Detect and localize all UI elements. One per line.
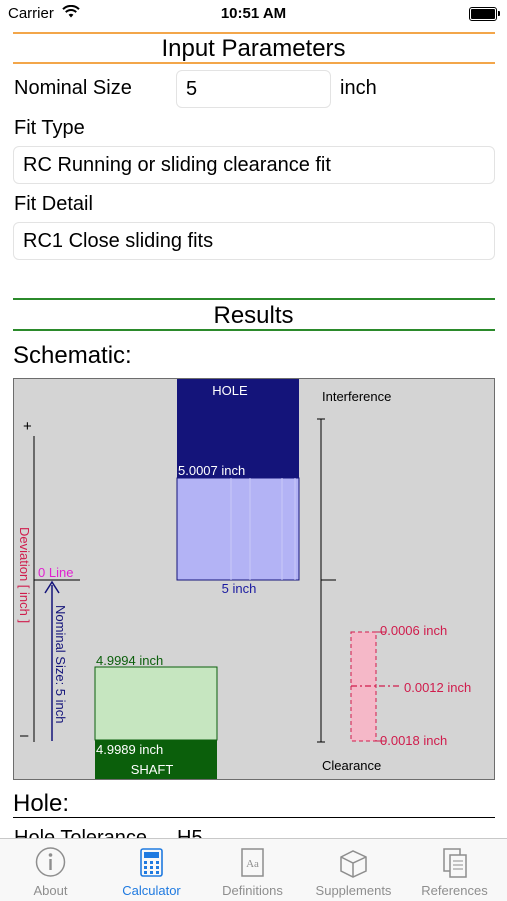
tab-references-label: References (421, 883, 488, 898)
tab-references[interactable]: References (404, 839, 505, 901)
minus-sign: – (20, 727, 29, 744)
tab-about[interactable]: About (0, 839, 101, 901)
nominal-size-axis-label: Nominal Size: 5 inch (53, 605, 68, 724)
fit-detail-label: Fit Detail (14, 193, 93, 215)
references-icon (404, 847, 505, 879)
zero-line-label: 0 Line (38, 565, 73, 580)
definitions-icon: Aa (202, 847, 303, 879)
svg-text:Aa: Aa (246, 858, 259, 870)
fit-detail-selector[interactable]: RC1 Close sliding fits (13, 222, 495, 260)
carrier-label: Carrier (8, 5, 54, 22)
tab-supplements-label: Supplements (315, 883, 392, 898)
hole-zone-light (176, 477, 300, 581)
results-divider-bottom (13, 329, 495, 331)
input-parameters-title: Input Parameters (161, 35, 346, 62)
tab-calculator[interactable]: Calculator (101, 839, 202, 901)
clearance-label: Clearance (322, 758, 381, 773)
tab-supplements[interactable]: Supplements (303, 839, 404, 901)
status-time: 10:51 AM (220, 5, 287, 22)
fit-type-label: Fit Type (14, 117, 85, 139)
section-divider-bottom (13, 62, 495, 64)
shaft-lower-limit: 4.9989 inch (96, 742, 163, 757)
clearance-max: 0.0018 inch (380, 733, 447, 748)
results-divider-top (13, 298, 495, 300)
hole-lower-limit: 5 inch (222, 581, 257, 596)
interference-label: Interference (322, 389, 391, 404)
calculator-icon (101, 847, 202, 879)
tolerance-schematic: HOLE 5.0007 inch 5 inch 4.9994 inch 4.99… (13, 378, 495, 780)
hole-heading: Hole: (13, 790, 70, 817)
nominal-size-input[interactable]: 5 (176, 70, 331, 108)
schematic-heading: Schematic: (13, 342, 132, 369)
battery-icon (469, 7, 500, 21)
nominal-size-unit: inch (340, 77, 377, 99)
tab-about-label: About (33, 883, 68, 898)
wifi-icon (62, 4, 80, 23)
hole-zone-dark (177, 379, 299, 478)
shaft-zone-light (94, 666, 218, 741)
deviation-axis-label: Deviation [ inch ] (17, 527, 32, 623)
hole-divider (13, 817, 495, 818)
hole-upper-limit: 5.0007 inch (178, 463, 245, 478)
plus-sign: + (23, 418, 32, 435)
shaft-upper-limit: 4.9994 inch (96, 653, 163, 668)
hole-label: HOLE (212, 383, 248, 398)
section-divider-top (13, 32, 495, 34)
shaft-zone-dark (95, 740, 217, 779)
clearance-min: 0.0006 inch (380, 623, 447, 638)
tab-calculator-label: Calculator (122, 883, 181, 898)
tab-definitions[interactable]: Aa Definitions (202, 839, 303, 901)
clearance-avg: 0.0012 inch (404, 680, 471, 695)
nominal-size-label: Nominal Size (14, 77, 132, 99)
shaft-label: SHAFT (131, 762, 174, 777)
tab-definitions-label: Definitions (222, 883, 283, 898)
supplements-icon (303, 847, 404, 879)
fit-type-selector[interactable]: RC Running or sliding clearance fit (13, 146, 495, 184)
status-bar: Carrier 10:51 AM (0, 0, 507, 28)
tab-bar: About Calculator Aa Definitions Suppleme… (0, 838, 507, 901)
results-title: Results (213, 302, 294, 329)
info-icon (0, 847, 101, 879)
